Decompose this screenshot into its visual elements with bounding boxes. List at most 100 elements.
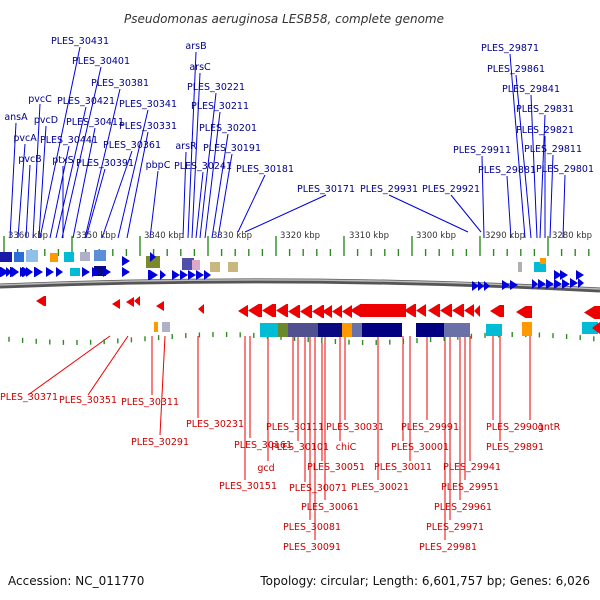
- gene-label-ansa[interactable]: ansA: [4, 112, 28, 123]
- gene-label-ples-30401[interactable]: PLES_30401: [72, 56, 130, 67]
- gene-label-ples-29941[interactable]: PLES_29941: [443, 462, 501, 473]
- gene-label-ples-30201[interactable]: PLES_30201: [199, 123, 257, 134]
- gene-label-ples-30231[interactable]: PLES_30231: [186, 419, 244, 430]
- gene-label-ples-29921[interactable]: PLES_29921: [422, 184, 480, 195]
- feature-box: [94, 250, 106, 261]
- gene-label-ples-30211[interactable]: PLES_30211: [191, 101, 249, 112]
- feature-box: [260, 323, 278, 337]
- gene-label-pbpc[interactable]: pbpC: [146, 160, 171, 171]
- forward-gene-arrow: [554, 279, 562, 289]
- gene-label-gntr[interactable]: gntR: [538, 422, 561, 433]
- gene-label-ples-30181[interactable]: PLES_30181: [236, 164, 294, 175]
- gene-label-ples-29841[interactable]: PLES_29841: [502, 84, 560, 95]
- gene-label-ples-30421[interactable]: PLES_30421: [57, 96, 115, 107]
- gene-label-ples-30011[interactable]: PLES_30011: [374, 462, 432, 473]
- gene-label-arsb[interactable]: arsB: [185, 41, 206, 52]
- gene-label-ples-30021[interactable]: PLES_30021: [351, 482, 409, 493]
- gene-label-ples-30151[interactable]: PLES_30151: [219, 481, 277, 492]
- gene-label-chic[interactable]: chiC: [336, 442, 357, 453]
- gene-label-ples-30091[interactable]: PLES_30091: [283, 542, 341, 553]
- forward-gene-arrow: [472, 281, 479, 291]
- forward-gene-arrow: [46, 267, 54, 277]
- gene-label-ples-30331[interactable]: PLES_30331: [119, 121, 177, 132]
- gene-label-ples-30381[interactable]: PLES_30381: [91, 78, 149, 89]
- gene-label-ples-30161[interactable]: PLES_30161: [234, 440, 292, 451]
- gene-label-ples-29961[interactable]: PLES_29961: [434, 502, 492, 513]
- scale-label-kbp: 3340 kbp: [144, 231, 184, 241]
- reverse-gene-arrow: [516, 306, 532, 318]
- gene-label-arsr[interactable]: arsR: [175, 141, 197, 152]
- gene-label-ples-29991[interactable]: PLES_29991: [401, 422, 459, 433]
- gene-label-ples-30371[interactable]: PLES_30371: [0, 392, 58, 403]
- gene-label-ples-30071[interactable]: PLES_30071: [289, 483, 347, 494]
- feature-box: [192, 260, 200, 270]
- gene-label-ples-30291[interactable]: PLES_30291: [131, 437, 189, 448]
- gene-label-ples-30431[interactable]: PLES_30431: [51, 36, 109, 47]
- gene-label-ples-30191[interactable]: PLES_30191: [203, 143, 261, 154]
- gene-label-ples-30241[interactable]: PLES_30241: [174, 161, 232, 172]
- gene-label-ples-30221[interactable]: PLES_30221: [187, 82, 245, 93]
- gene-label-ples-30171[interactable]: PLES_30171: [297, 184, 355, 195]
- gene-label-ples-29901[interactable]: PLES_29901: [486, 422, 544, 433]
- forward-gene-arrow: [56, 267, 63, 277]
- feature-box: [94, 266, 106, 276]
- gene-label-ples-29891[interactable]: PLES_29891: [486, 442, 544, 453]
- gene-label-ples-30111[interactable]: PLES_30111: [266, 422, 324, 433]
- leader-line-ples-30361: [101, 150, 133, 239]
- gene-label-ples-30061[interactable]: PLES_30061: [301, 502, 359, 513]
- forward-gene-arrow: [478, 281, 484, 291]
- gene-label-ples-30411[interactable]: PLES_30411: [66, 117, 124, 128]
- gene-label-ples-29811[interactable]: PLES_29811: [524, 144, 582, 155]
- leader-line-ples-29811: [549, 154, 554, 239]
- reverse-gene-arrow: [276, 304, 288, 317]
- forward-gene-arrow: [204, 270, 211, 280]
- gene-label-ples-29951[interactable]: PLES_29951: [441, 482, 499, 493]
- gene-label-ples-29931[interactable]: PLES_29931: [360, 184, 418, 195]
- gene-label-ples-30341[interactable]: PLES_30341: [119, 99, 177, 110]
- gene-label-ples-30441[interactable]: PLES_30441: [40, 135, 98, 146]
- gene-label-ples-30311[interactable]: PLES_30311: [121, 397, 179, 408]
- gene-label-ples-29831[interactable]: PLES_29831: [516, 104, 574, 115]
- gene-label-pvcd[interactable]: pvcD: [34, 115, 58, 126]
- map-title: Pseudomonas aeruginosa LESB58, complete …: [124, 12, 444, 26]
- forward-gene-arrow: [538, 279, 546, 289]
- gene-label-gcd[interactable]: gcd: [257, 463, 274, 474]
- leader-line-ples-30401: [61, 66, 102, 239]
- gene-label-ples-29871[interactable]: PLES_29871: [481, 43, 539, 54]
- gene-label-ples-29881[interactable]: PLES_29881: [478, 165, 536, 176]
- leader-line-arsr: [182, 151, 187, 239]
- gene-label-ples-30001[interactable]: PLES_30001: [391, 442, 449, 453]
- leader-line-ples-30421: [55, 106, 87, 239]
- feature-box: [146, 256, 160, 268]
- gene-label-ples-29861[interactable]: PLES_29861: [487, 64, 545, 75]
- feature-box: [318, 323, 342, 337]
- gene-label-ples-29971[interactable]: PLES_29971: [426, 522, 484, 533]
- gene-label-ples-29981[interactable]: PLES_29981: [419, 542, 477, 553]
- feature-box: [534, 262, 546, 272]
- gene-label-pvca[interactable]: pvcA: [13, 133, 37, 144]
- topology-text: Topology: circular; Length: 6,601,757 bp…: [259, 574, 590, 588]
- gene-label-ples-30351[interactable]: PLES_30351: [59, 395, 117, 406]
- forward-gene-arrow: [484, 281, 490, 291]
- gene-label-ples-30101[interactable]: PLES_30101: [271, 442, 329, 453]
- gene-label-ples-29821[interactable]: PLES_29821: [516, 125, 574, 136]
- feature-box: [518, 262, 522, 272]
- scale-label-kbp: 3360 kbp: [8, 231, 48, 241]
- leader-line-ples-30171: [244, 194, 327, 233]
- reverse-gene-arrow: [36, 296, 46, 306]
- feature-box: [582, 322, 598, 334]
- gene-label-ples-30031[interactable]: PLES_30031: [326, 422, 384, 433]
- gene-label-pvcb[interactable]: pvcB: [18, 154, 41, 165]
- gene-label-ples-30361[interactable]: PLES_30361: [103, 140, 161, 151]
- gene-label-ples-30081[interactable]: PLES_30081: [283, 522, 341, 533]
- gene-label-ptxs[interactable]: ptxS: [52, 155, 73, 166]
- gene-label-ples-30051[interactable]: PLES_30051: [307, 462, 365, 473]
- gene-label-pvcc[interactable]: pvcC: [28, 94, 52, 105]
- feature-box: [70, 268, 80, 276]
- gene-label-ples-30391[interactable]: PLES_30391: [76, 158, 134, 169]
- gene-label-ples-29801[interactable]: PLES_29801: [536, 164, 594, 175]
- gene-label-ples-29911[interactable]: PLES_29911: [453, 145, 511, 156]
- gene-label-arsc[interactable]: arsC: [189, 62, 211, 73]
- leader-line-ples-30191: [217, 153, 233, 239]
- leader-line-ples-30411: [72, 127, 96, 239]
